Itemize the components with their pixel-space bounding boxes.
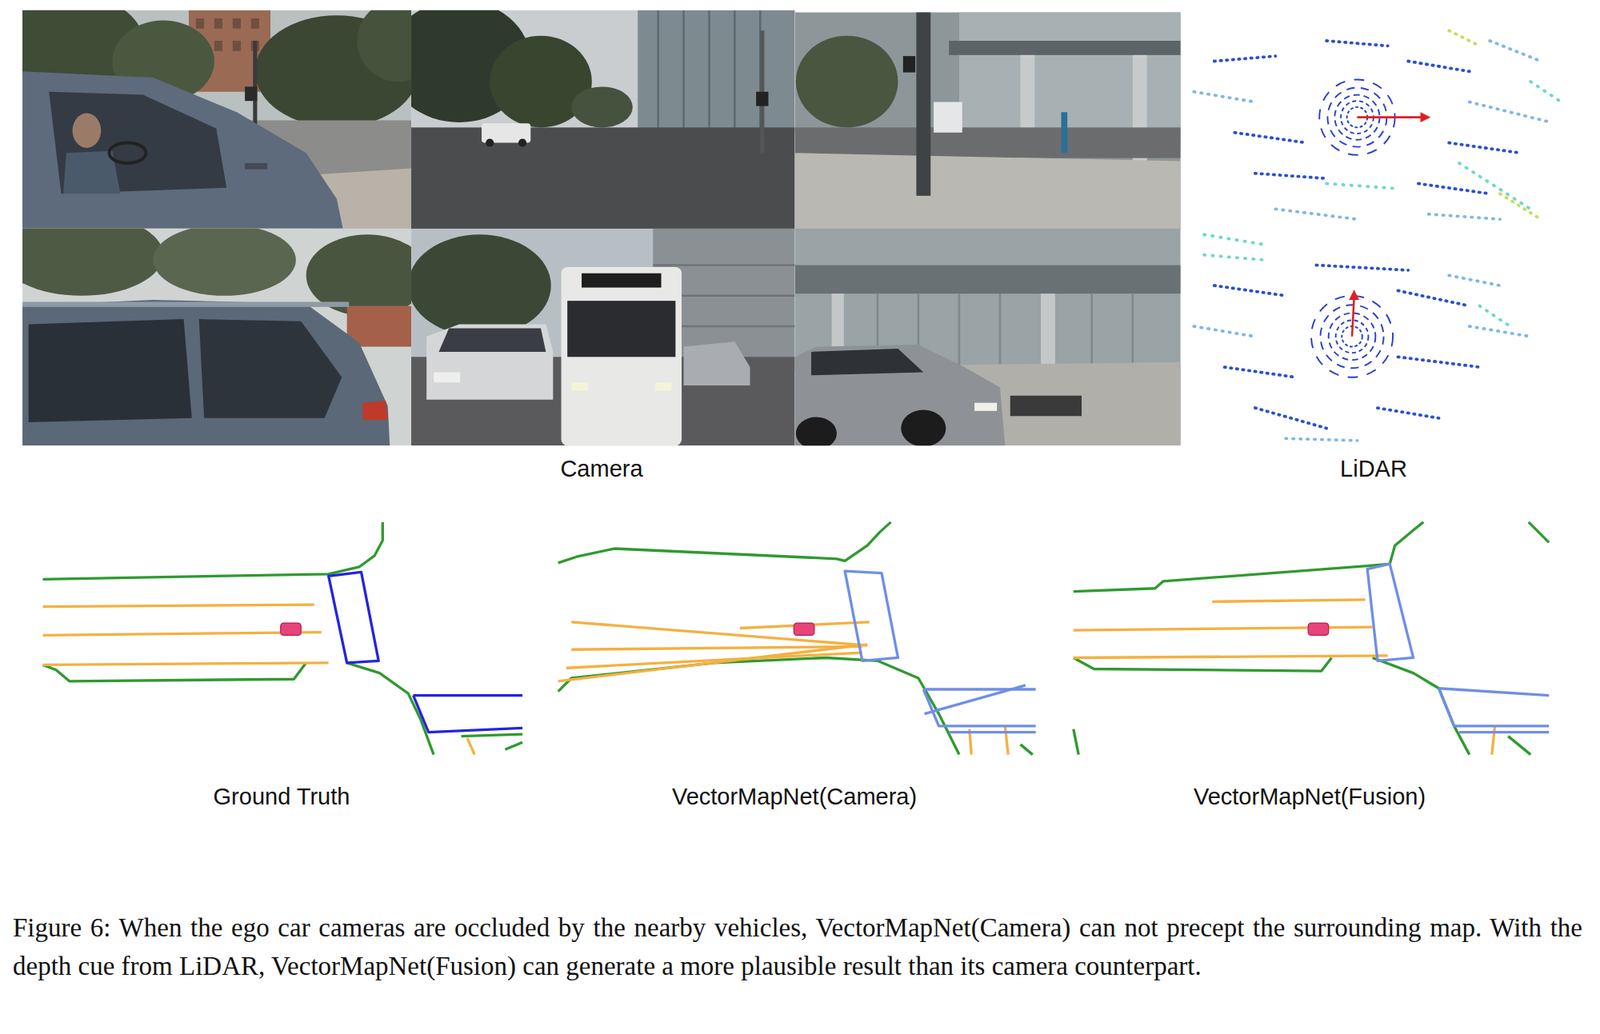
map-ground-truth <box>43 522 523 756</box>
panel-label: VectorMapNet(Fusion) <box>1193 784 1426 811</box>
camera-image <box>795 228 1181 447</box>
camera-image <box>22 228 412 447</box>
map-fusion-prediction <box>1073 522 1549 756</box>
camera-image <box>411 10 796 230</box>
figure-caption: Figure 6: When the ego car cameras are o… <box>12 908 1583 986</box>
camera-image <box>411 228 796 447</box>
section-label: Camera <box>560 456 643 483</box>
map-camera-prediction <box>558 522 1036 756</box>
panel-label: VectorMapNet(Camera) <box>672 784 917 811</box>
section-label: LiDAR <box>1340 456 1408 483</box>
lidar-scan <box>1184 10 1572 446</box>
panel-label: Ground Truth <box>213 784 351 811</box>
camera-image <box>795 12 1181 230</box>
camera-image <box>22 10 412 229</box>
